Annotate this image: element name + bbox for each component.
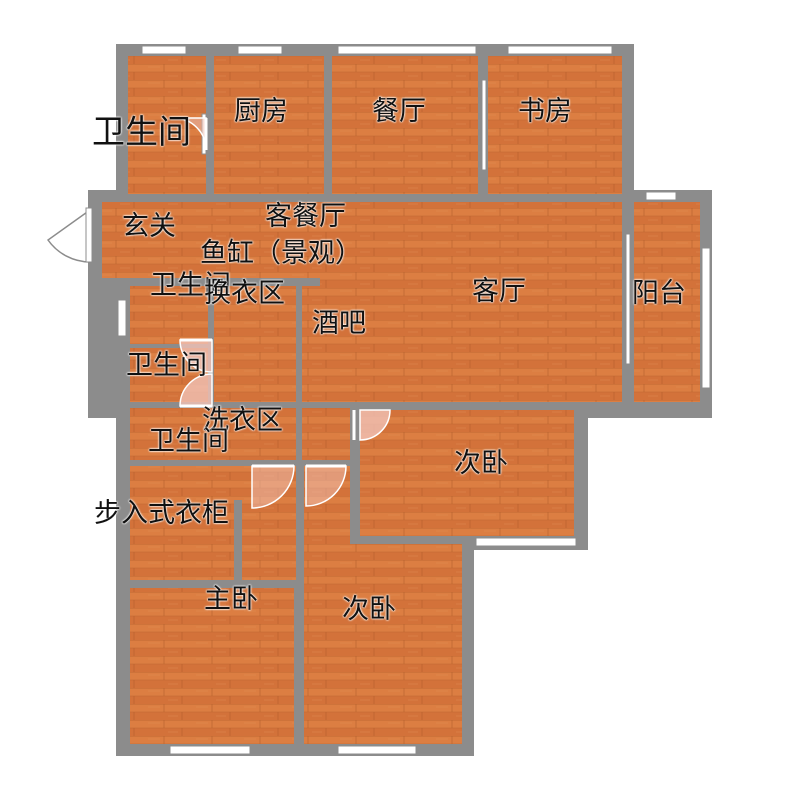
label-laundry-area: 洗衣区 [202,405,283,436]
floor-study [488,56,622,194]
floor-bathroom-left [130,286,208,344]
label-walk-in-closet: 步入式衣柜 [94,498,229,529]
door-swing-laundry [179,373,213,407]
label-dressing-area: 换衣区 [204,278,285,309]
label-bathroom-left: 卫生间 [150,270,231,301]
floor-kitchen [214,56,324,194]
floor-living-room [300,202,626,402]
label-dining-room: 餐厅 [372,96,426,127]
door-swing-dressing [179,339,213,373]
label-master-bedroom: 主卧 [204,584,258,615]
window-left-bath [117,299,127,337]
floor-second-bedroom-bottom [304,466,462,744]
label-kitchen: 厨房 [234,96,288,127]
label-bathroom-middle: 卫生间 [126,350,207,381]
floor-master-bedroom [130,588,294,744]
window-kitchen [237,45,283,55]
label-study: 书房 [518,96,572,127]
floor-balcony [634,202,700,402]
window-balcony-side [701,247,711,389]
glass-study-partition [481,79,487,171]
floor-dressing-area [212,286,296,406]
window-bedroom-right [475,537,577,547]
label-balcony: 阳台 [632,278,686,309]
label-second-bedroom-right: 次卧 [454,448,508,479]
window-dining [337,45,477,55]
floor-laundry-area [212,408,350,460]
room-floors [102,56,700,744]
label-bathroom-top: 卫生间 [92,112,191,151]
windows [117,45,711,755]
entrance-door [46,207,93,263]
window-balcony-top [645,191,677,201]
window-bathroom-top [141,45,187,55]
door-swing-bedroom-right [359,409,391,441]
floor-dining-room [332,56,478,194]
window-second-bedroom-bottom [337,745,417,755]
door-swings [173,117,391,509]
label-fish-tank: 鱼缸（景观） [200,238,362,269]
label-bar: 酒吧 [312,308,366,339]
window-master-bedroom [169,745,251,755]
window-study [507,45,613,55]
door-panels [180,118,356,468]
label-bathroom-lower: 卫生间 [148,426,229,457]
label-living-room: 客厅 [472,276,526,307]
glass-balcony-partition [625,233,631,365]
door-swing-bedroom-bottom [305,465,347,507]
label-living-dining: 客餐厅 [265,201,346,232]
floor-entrance [102,202,300,278]
door-swing-master [251,465,295,509]
label-second-bedroom-bottom: 次卧 [342,594,396,625]
label-entrance: 玄关 [122,211,176,242]
